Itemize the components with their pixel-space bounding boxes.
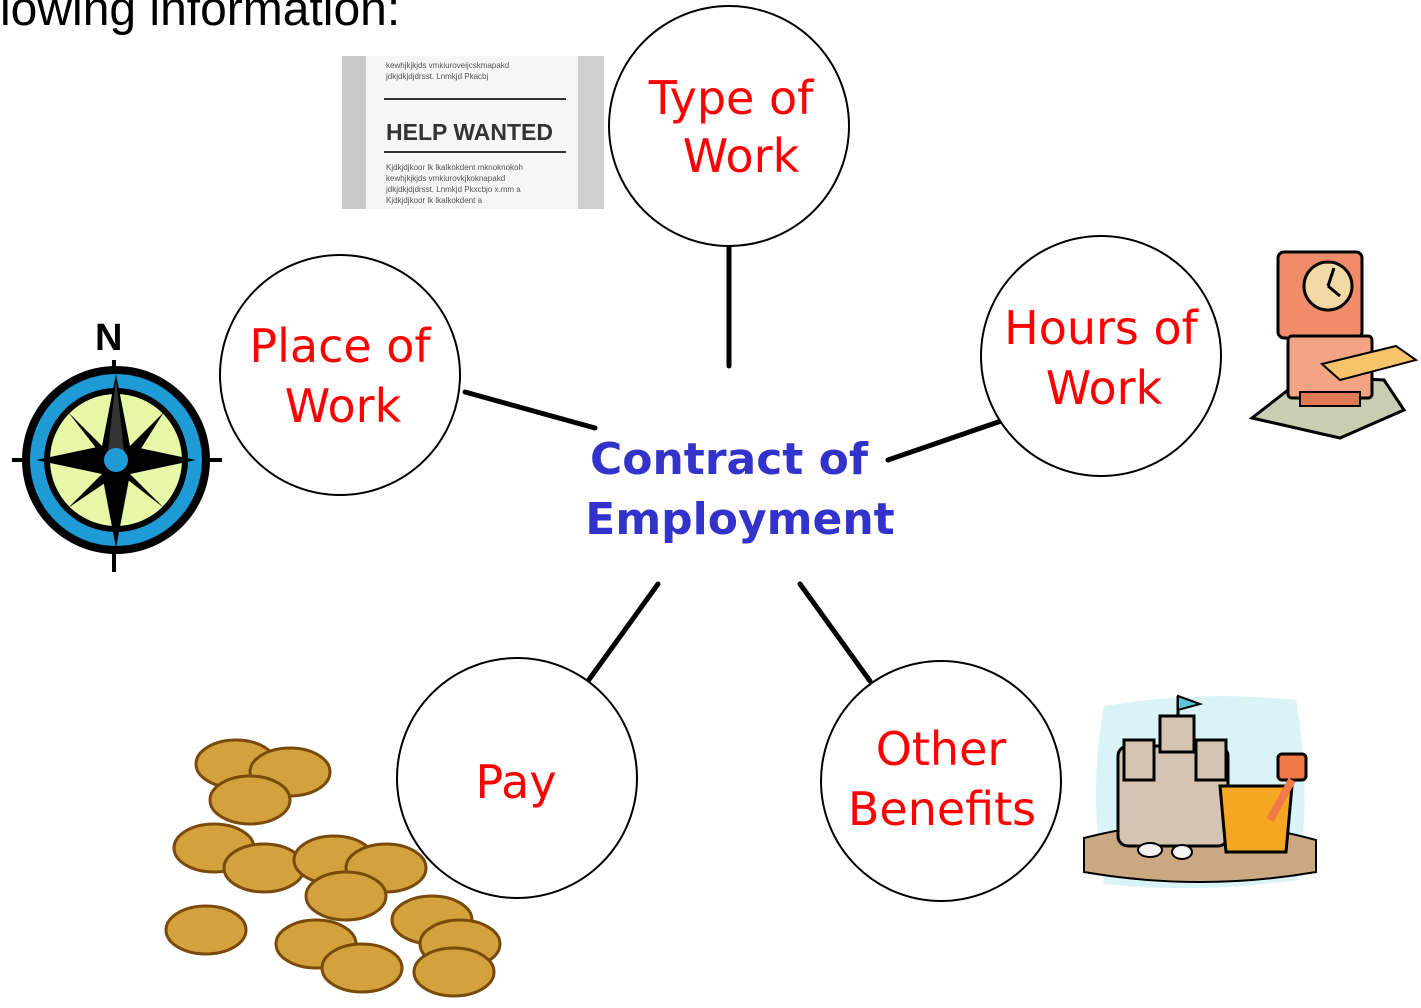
connector-hours-of-work — [885, 417, 1007, 463]
news-text-line-4: kewhjkjkjds vmkiurovkjkoknapakd — [386, 174, 505, 183]
other-benefits-label-line2: Benefits — [848, 782, 1036, 836]
node-place-of-work — [219, 254, 461, 496]
connector-pay — [585, 581, 661, 684]
slide-heading: lowing information: — [0, 0, 401, 36]
news-text-line-6: Kjdkjdjkoor lk lkalkokdent a — [386, 196, 483, 205]
type-of-work-label-line2: Work — [683, 129, 800, 183]
node-other-benefits — [820, 660, 1062, 902]
hours-of-work-label-line2: Work — [1046, 361, 1163, 415]
center-label-line2: Employment — [585, 494, 894, 545]
news-text-line-5: jdkjdkjdjdrsst. Lnmkjd Pkxcbjo x.mm a — [385, 185, 521, 194]
hours-of-work-label-line1: Hours of — [1004, 301, 1200, 355]
news-text-line-2: jdkjdkjdjdrsst. Lnmkjd Pkacbj — [385, 72, 488, 81]
pay-label: Pay — [475, 755, 556, 809]
node-pay — [396, 657, 638, 899]
news-text-line-1: kewhjkjkjds vmkiuroveijcskmapakd — [386, 61, 509, 70]
newspaper-icon: kewhjkjkjds vmkiuroveijcskmapakd jdkjdkj… — [342, 56, 604, 209]
type-of-work-label-line1: Type of — [648, 71, 815, 125]
coins-icon — [164, 738, 502, 998]
connector-lines — [462, 243, 1007, 684]
connector-place-of-work — [462, 389, 598, 431]
center-label-line1: Contract of — [590, 434, 869, 485]
other-benefits-label-line1: Other — [876, 722, 1007, 776]
place-of-work-label-line2: Work — [285, 379, 402, 433]
time-clock-icon — [1248, 250, 1419, 440]
node-type-of-work — [608, 5, 850, 247]
compass-icon: N — [12, 317, 222, 572]
place-of-work-label-line1: Place of — [249, 319, 432, 373]
sandcastle-icon — [1083, 694, 1317, 889]
node-hours-of-work — [980, 235, 1222, 477]
news-headline: HELP WANTED — [386, 119, 553, 145]
news-text-line-3: Kjdkjdjkoor lk lkalkokdent mknoknokoh — [386, 163, 523, 172]
connector-other-benefits — [797, 581, 873, 684]
compass-north-label: N — [95, 317, 122, 359]
